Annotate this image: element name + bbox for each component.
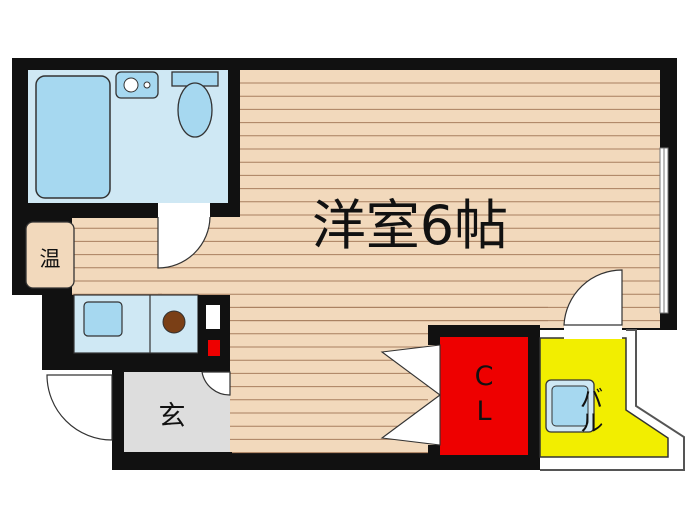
closet-label-c: C	[475, 361, 494, 392]
front-door	[46, 374, 113, 441]
bath-door-opening	[158, 203, 210, 217]
closet-door-top	[380, 344, 441, 397]
breaker-icon	[208, 340, 220, 356]
unit-bath	[28, 70, 228, 203]
balcony-rail	[540, 329, 685, 471]
closet-door-bottom	[380, 393, 441, 446]
closet-label-l: L	[476, 396, 491, 427]
kitchen-sink-icon	[83, 301, 123, 337]
washing-machine-pan-inner	[551, 385, 589, 427]
closet-area	[440, 337, 528, 455]
bath-wall-right	[228, 70, 240, 210]
balcony-door	[563, 269, 623, 326]
entrance-label: 玄	[159, 401, 186, 432]
bath-wall-bottom-left	[28, 203, 158, 217]
bath-wall-bottom-right	[210, 203, 240, 217]
entrance-shoebox-door	[201, 371, 231, 396]
balcony-label: バル	[575, 386, 603, 434]
bathtub-icon	[35, 75, 111, 199]
western-room-label: 洋室6帖	[312, 194, 508, 257]
closet-label: CL	[0, 0, 2, 1]
sink-drain	[123, 77, 139, 93]
entrance-wall-bottom	[112, 452, 232, 470]
sink-tap	[143, 81, 151, 89]
water-heater-label: 温	[40, 247, 61, 271]
bath-door	[157, 216, 211, 269]
toilet-icon	[177, 82, 213, 138]
balcony-door-opening	[564, 325, 622, 339]
floor-lines	[72, 82, 660, 454]
kitchen	[73, 294, 228, 357]
entrance-wall-top	[112, 357, 230, 372]
water-heater-box	[25, 221, 75, 289]
stove-icon	[162, 310, 186, 334]
left-lower-notch	[12, 295, 42, 375]
entrance-wall-left	[112, 372, 124, 470]
fridge-slot	[206, 305, 220, 329]
